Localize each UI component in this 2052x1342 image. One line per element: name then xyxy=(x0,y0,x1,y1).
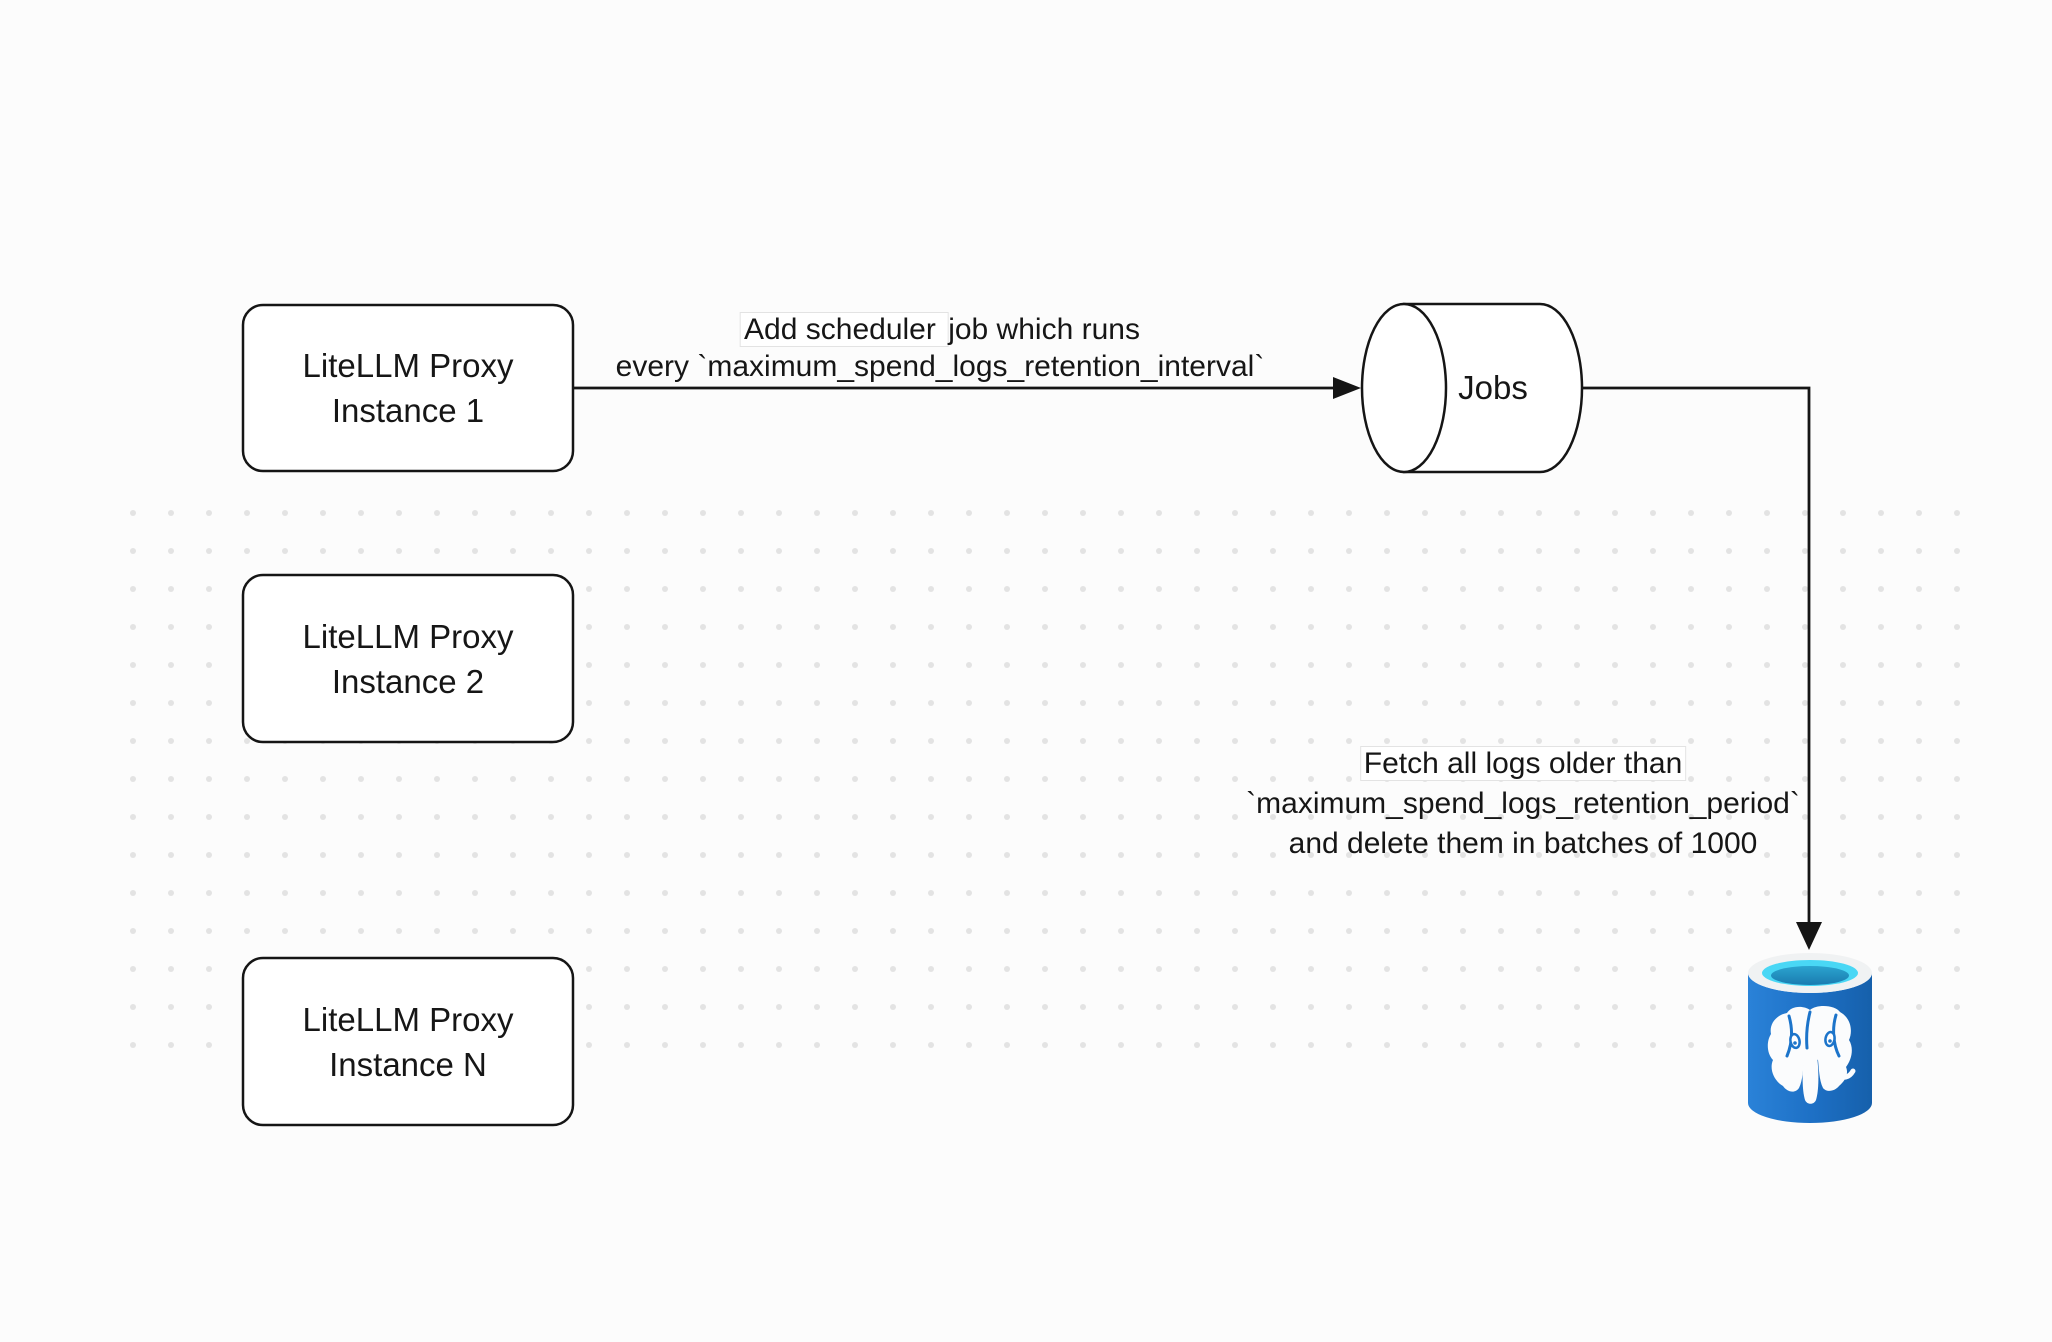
proxy-instance-n-label: LiteLLM Proxy Instance N xyxy=(243,958,573,1125)
jobs-cylinder xyxy=(1360,302,1584,474)
postgresql-database-icon xyxy=(1748,953,1872,1123)
proxy-instance-n-line2: Instance N xyxy=(329,1045,487,1083)
edge-label-scheduler-line1-boxed: Add scheduler xyxy=(740,312,949,347)
proxy-instance-2-line1: LiteLLM Proxy xyxy=(302,617,514,655)
jobs-cylinder-cap xyxy=(1360,302,1448,474)
edge-label-scheduler-line1: Add scheduler job which runs xyxy=(616,311,1265,348)
proxy-instance-1-line2: Instance 1 xyxy=(331,392,485,429)
edge-label-cleanup-line1-boxed: Fetch all logs older than xyxy=(1359,746,1687,781)
proxy-instance-2-box xyxy=(241,573,575,744)
elephant-center-crease xyxy=(1805,1010,1812,1050)
elephant-trunk xyxy=(1802,1053,1819,1104)
edge-label-cleanup-line2: `maximum_spend_logs_retention_period` xyxy=(1246,787,1800,820)
edge-label-cleanup-line1: Fetch all logs older than xyxy=(1246,744,1800,784)
jobs-cylinder-body xyxy=(1402,302,1584,474)
cleanup-arrow-line xyxy=(1582,386,1811,922)
edge-label-cleanup-line3: and delete them in batches of 1000 xyxy=(1288,827,1758,860)
jobs-label-text: Jobs xyxy=(1458,369,1528,406)
edge-label-cleanup: Fetch all logs older than `maximum_spend… xyxy=(1246,744,1800,864)
jobs-label: Jobs xyxy=(1404,303,1582,472)
elephant-left-eye xyxy=(1789,1032,1801,1050)
proxy-instance-1-label: LiteLLM Proxy Instance 1 xyxy=(243,305,573,471)
edge-label-scheduler-line2: every `maximum_spend_logs_retention_inte… xyxy=(615,350,1265,383)
postgres-opening-inner xyxy=(1771,966,1849,985)
proxy-instance-n-box xyxy=(241,956,575,1127)
elephant-left-pupil xyxy=(1793,1041,1797,1045)
elephant-right-tusk xyxy=(1834,1068,1856,1080)
elephant-right-eye xyxy=(1824,1030,1836,1048)
proxy-instance-2-label: LiteLLM Proxy Instance 2 xyxy=(243,575,573,742)
elephant-left-tusk xyxy=(1780,1073,1802,1083)
elephant-right-pupil xyxy=(1828,1039,1832,1043)
elephant-head-silhouette xyxy=(1767,1006,1852,1092)
cleanup-arrowhead-icon xyxy=(1796,922,1822,950)
edge-label-scheduler-line1-rest: job which runs xyxy=(948,313,1140,346)
proxy-instance-1-line1: LiteLLM Proxy xyxy=(302,347,514,384)
scheduler-arrowhead-icon xyxy=(1333,377,1361,399)
edge-label-scheduler: Add scheduler job which runs every `maxi… xyxy=(615,311,1265,385)
proxy-instance-2-line2: Instance 2 xyxy=(331,662,485,700)
proxy-instance-n-line1: LiteLLM Proxy xyxy=(302,1000,514,1038)
